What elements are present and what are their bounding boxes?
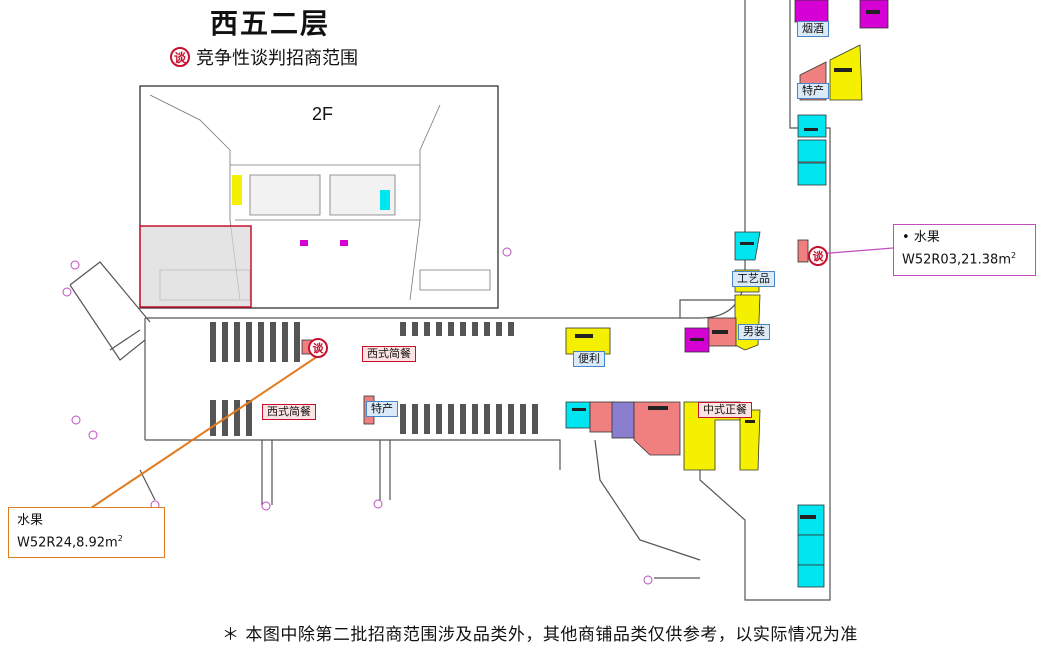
negotiation-icon: 谈 — [170, 47, 190, 67]
shop-label-specialty-mid: 特产 — [366, 401, 398, 417]
inset-floor-label: 2F — [312, 104, 334, 124]
shop-label-chinese: 中式正餐 — [698, 402, 752, 418]
inset-plan — [149, 94, 491, 301]
callout-left-line — [87, 355, 319, 511]
shop-label-convenience: 便利 — [573, 351, 605, 367]
shop-label-western-1: 西式简餐 — [362, 346, 416, 362]
shop-label-western-2: 西式简餐 — [262, 404, 316, 420]
callout-left-category: 水果 — [17, 513, 44, 528]
legend-text: 竞争性谈判招商范围 — [196, 48, 358, 69]
shop-label-specialty-top: 特产 — [797, 83, 829, 99]
inset-highlight — [139, 225, 252, 308]
shop-units — [301, 0, 889, 588]
shop-label-tobacco: 烟酒 — [797, 21, 829, 37]
gate-markers — [62, 247, 653, 585]
legend: 谈 竞争性谈判招商范围 — [170, 44, 358, 70]
seating-areas — [210, 322, 538, 436]
shop-label-crafts: 工艺品 — [732, 271, 775, 287]
negotiation-mark-w52r03: 谈 — [808, 246, 828, 266]
callout-right-line — [817, 247, 894, 255]
callout-left-detail: W52R24,8.92m2 — [17, 534, 123, 551]
callout-fruit-w52r03: • 水果 W52R03,21.38m2 — [893, 224, 1036, 276]
shop-label-menswear: 男装 — [738, 324, 770, 340]
callout-right-detail: W52R03,21.38m2 — [902, 251, 1017, 268]
callout-right-category: • 水果 — [902, 230, 940, 245]
inset-colored — [232, 175, 390, 246]
shop-marks — [572, 10, 880, 519]
callout-fruit-w52r24: 水果 W52R24,8.92m2 — [8, 507, 165, 558]
footnote: ＊ 本图中除第二批招商范围涉及品类外，其他商铺品类仅供参考，以实际情况为准 — [222, 625, 858, 645]
page-title: 西五二层 — [210, 7, 331, 40]
negotiation-mark-w52r24: 谈 — [308, 338, 328, 358]
